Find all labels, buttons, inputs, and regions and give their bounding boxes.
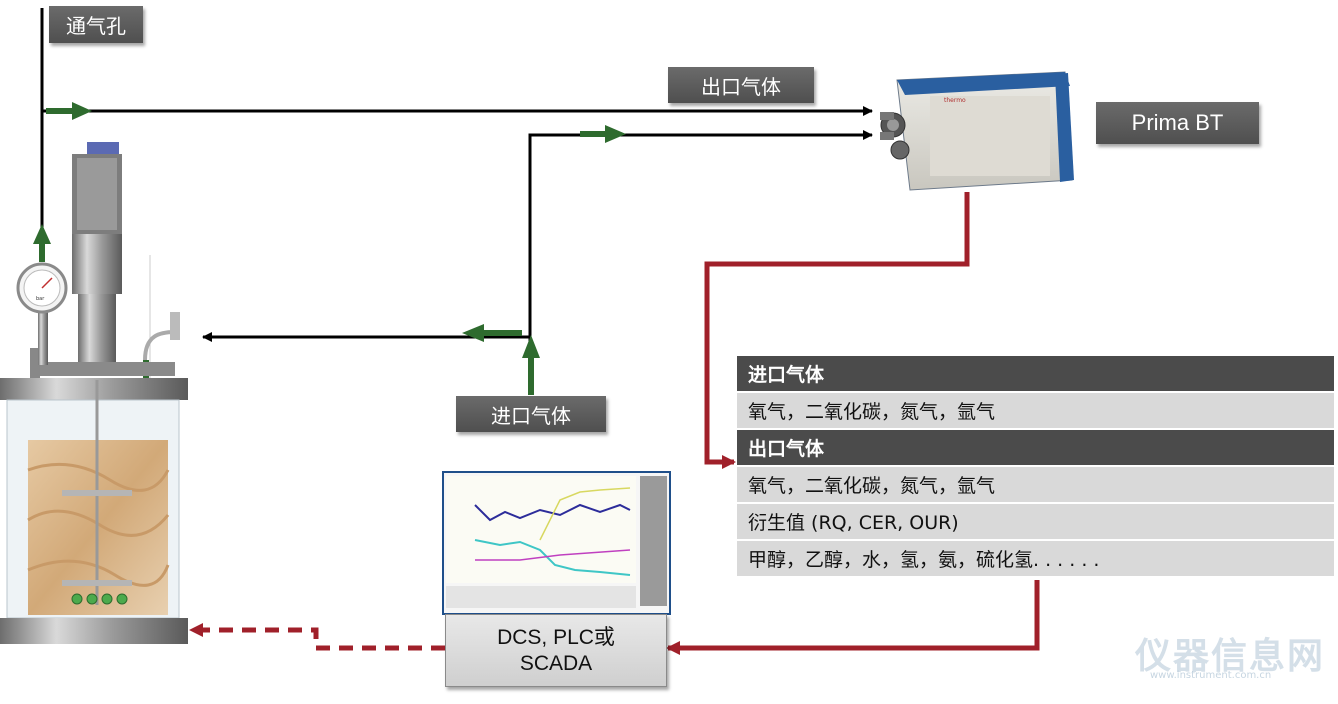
svg-text:bar: bar: [36, 296, 45, 302]
control-system-line2: SCADA: [519, 651, 593, 675]
watermark-logo: 仪器信息网: [1135, 636, 1326, 677]
inlet-gas-line-to-analyzer: [528, 130, 873, 390]
bioreactor-vessel-icon: [0, 142, 188, 644]
table-row-others: 甲醇，乙醇，水，氢，氨，硫化氢. . . . . .: [737, 541, 1334, 576]
table-row-outlet-gases: 氧气，二氧化碳，氮气，氩气: [737, 467, 1334, 502]
svg-text:thermo: thermo: [944, 97, 966, 104]
control-system-box: DCS, PLC或 SCADA: [445, 614, 667, 687]
vent-label: 通气孔: [49, 6, 143, 43]
flow-arrow-inlet-up: [522, 335, 540, 395]
table-header-outlet: 出口气体: [737, 430, 1334, 465]
watermark-url: www.instrument.com.cn: [1150, 670, 1272, 681]
control-system-line1: DCS, PLC或: [497, 625, 615, 649]
measurement-table: 进口气体 氧气，二氧化碳，氮气，氩气 出口气体 氧气，二氧化碳，氮气，氩气 衍生…: [737, 356, 1334, 578]
table-row-inlet-gases: 氧气，二氧化碳，氮气，氩气: [737, 393, 1334, 428]
analyzer-label: Prima BT: [1096, 102, 1259, 144]
flow-arrow-outlet: [46, 102, 92, 120]
outlet-gas-label: 出口气体: [668, 67, 814, 103]
signal-line-control-to-reactor: [189, 623, 445, 651]
signal-line-analyzer-to-table: [704, 192, 970, 469]
table-row-derived: 衍生值 (RQ, CER, OUR): [737, 504, 1334, 539]
mass-spectrometer-icon: thermo: [880, 71, 1074, 191]
signal-line-table-to-control: [666, 580, 1040, 655]
flow-arrow-inlet-left: [462, 324, 522, 342]
table-header-inlet: 进口气体: [737, 356, 1334, 391]
flow-arrow-vent-up: [33, 224, 51, 262]
pressure-gauge-icon: bar: [16, 262, 68, 365]
process-chart-screen-icon: [442, 471, 671, 615]
inlet-gas-label: 进口气体: [456, 396, 606, 432]
flow-arrow-inlet-top: [580, 125, 626, 143]
